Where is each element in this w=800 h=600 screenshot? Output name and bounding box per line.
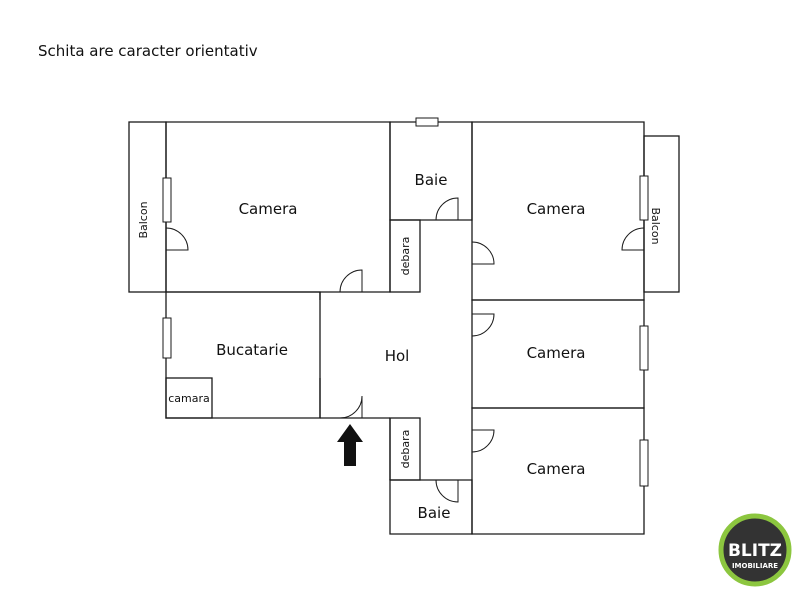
door-balcon-left	[165, 227, 189, 251]
logo-ring	[718, 513, 792, 587]
windows	[162, 117, 649, 487]
debara-top-wall	[389, 219, 421, 293]
window-camera-bottom-right	[639, 439, 649, 487]
label-debara-top: debara	[399, 237, 412, 276]
door-camera-bottom-right	[471, 429, 495, 453]
label-baie-bottom: Baie	[418, 504, 451, 522]
window-camera-mid-right	[639, 325, 649, 371]
label-baie-top: Baie	[415, 171, 448, 189]
window-baie-top	[415, 117, 439, 127]
window-camera-top-left	[162, 177, 172, 223]
label-camera-bottom-right: Camera	[527, 460, 586, 478]
window-camera-top-right	[639, 175, 649, 221]
door-camera-mid-right	[471, 313, 495, 337]
label-camera-top-right: Camera	[527, 200, 586, 218]
label-camera-mid-right: Camera	[527, 344, 586, 362]
label-bucatarie: Bucatarie	[216, 341, 288, 359]
blitz-logo: BLITZ IMOBILIARE	[718, 513, 792, 587]
label-balcon-right: Balcon	[649, 207, 662, 244]
orientative-note: Schita are caracter orientativ	[38, 42, 258, 60]
door-baie-bottom	[435, 479, 459, 503]
door-camera-top-left	[339, 269, 363, 293]
logo-name: BLITZ	[728, 541, 782, 561]
logo-sub: IMOBILIARE	[732, 562, 778, 570]
window-bucatarie	[162, 317, 172, 359]
baie-bottom-wall	[389, 479, 473, 535]
camara-wall	[165, 377, 213, 419]
label-balcon-left: Balcon	[137, 201, 150, 238]
door-entrance	[339, 395, 363, 419]
arrow-up-icon	[337, 424, 363, 466]
label-camera-top-left: Camera	[239, 200, 298, 218]
walls	[128, 121, 680, 535]
label-camara: camara	[168, 392, 210, 405]
label-hol: Hol	[385, 347, 410, 365]
door-camera-top-right	[471, 241, 495, 265]
door-balcon-right	[621, 227, 645, 251]
door-baie-top	[435, 197, 459, 221]
label-debara-bottom: debara	[399, 430, 412, 469]
doors	[165, 197, 645, 503]
